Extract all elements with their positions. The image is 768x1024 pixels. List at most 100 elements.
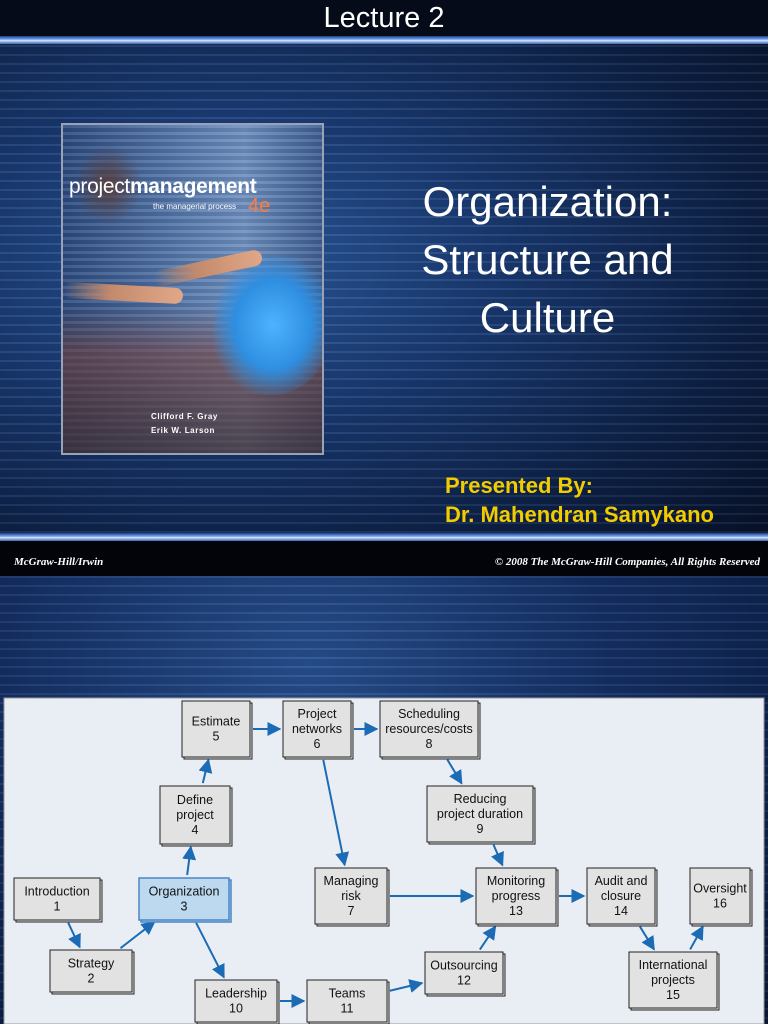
node-label-line: 14 xyxy=(614,904,628,918)
arrow-scheduling-to-reducing xyxy=(446,759,463,785)
arrow-organization-to-define-project xyxy=(182,845,197,876)
book-title: projectmanagement xyxy=(69,175,257,199)
node-box xyxy=(379,700,479,758)
book-authors: Clifford F. Gray Erik W. Larson xyxy=(151,410,218,438)
title-line-3: Culture xyxy=(479,294,616,341)
node-label-line: 9 xyxy=(477,822,484,836)
node-box xyxy=(306,979,388,1023)
title-line-1: Organization: xyxy=(422,178,673,225)
runner-graphic xyxy=(213,255,322,395)
node-label-line: project xyxy=(176,808,214,822)
node-label-line: 4 xyxy=(192,823,199,837)
node-box xyxy=(138,877,230,921)
node-label-line: Estimate xyxy=(192,715,241,729)
node-label-line: Oversight xyxy=(693,882,747,896)
node-box xyxy=(194,979,278,1023)
node-label-line: Strategy xyxy=(68,957,115,971)
node-box xyxy=(282,700,352,758)
node-box xyxy=(13,877,101,921)
node-label-line: projects xyxy=(651,973,695,987)
node-label-line: 7 xyxy=(348,904,355,918)
runner-head-graphic xyxy=(73,145,143,225)
node-label-line: networks xyxy=(292,722,342,736)
node-box xyxy=(689,867,751,925)
diagram-edges xyxy=(67,722,704,1008)
arrow-audit-to-international xyxy=(639,926,655,951)
node-box xyxy=(475,867,557,925)
slide-title: Lecture 2 projectmanagement the manageri… xyxy=(0,0,768,576)
node-label-line: Project xyxy=(298,707,337,721)
node-box xyxy=(159,785,231,845)
title-bar: Lecture 2 xyxy=(0,0,768,36)
arrow-strategy-to-organization xyxy=(119,920,156,949)
presented-by-label: Presented By: xyxy=(445,473,593,498)
node-box xyxy=(586,867,656,925)
node-label-line: Audit and xyxy=(595,874,648,888)
arrow-define-project-to-estimate xyxy=(198,758,213,784)
chapter-flow-diagram: Introduction1Strategy2Organization3Defin… xyxy=(3,697,765,1024)
node-label-line: 10 xyxy=(229,1002,243,1016)
node-label-line: 11 xyxy=(341,1002,354,1016)
diagram-nodes: Introduction1Strategy2Organization3Defin… xyxy=(13,700,753,1024)
node-label-line: progress xyxy=(492,889,541,903)
node-label-line: risk xyxy=(341,889,361,903)
node-label-line: 6 xyxy=(314,737,321,751)
arrow-international-to-oversight xyxy=(689,925,704,950)
node-label-line: Leadership xyxy=(205,987,267,1001)
node-label-line: Teams xyxy=(329,987,366,1001)
node-label-line: Scheduling xyxy=(398,707,460,721)
presenter-name: Dr. Mahendran Samykano xyxy=(445,502,714,527)
book-cover: projectmanagement the managerial process… xyxy=(61,123,324,455)
node-label-line: Outsourcing xyxy=(430,959,497,973)
node-label-line: Introduction xyxy=(24,885,89,899)
copyright-label: © 2008 The McGraw-Hill Companies, All Ri… xyxy=(494,556,760,568)
bottom-rule xyxy=(0,533,768,541)
node-label-line: 15 xyxy=(666,988,680,1002)
node-box xyxy=(424,951,504,995)
publisher-label: McGraw-Hill/Irwin xyxy=(14,556,104,568)
node-label-line: Monitoring xyxy=(487,874,545,888)
lecture-title: Lecture 2 xyxy=(323,2,445,34)
book-author-2: Erik W. Larson xyxy=(151,426,215,435)
node-label-line: 3 xyxy=(181,900,188,914)
node-label-line: International xyxy=(639,958,708,972)
title-line-2: Structure and xyxy=(421,236,674,283)
arrow-organization-to-leadership xyxy=(195,922,225,979)
book-title-part2: management xyxy=(129,175,257,198)
node-label-line: 5 xyxy=(213,730,220,744)
arrow-outsourcing-to-monitoring xyxy=(479,925,497,951)
node-label-line: 8 xyxy=(426,737,433,751)
node-box xyxy=(628,951,718,1009)
node-label-line: 13 xyxy=(509,904,523,918)
arrow-teams-to-outsourcing xyxy=(389,979,424,993)
book-author-1: Clifford F. Gray xyxy=(151,412,218,421)
book-edition: 4e xyxy=(248,195,271,217)
node-box xyxy=(181,700,251,758)
top-rule xyxy=(0,36,768,44)
node-label-line: Managing xyxy=(324,874,379,888)
node-label-line: Define xyxy=(177,793,213,807)
node-label-line: closure xyxy=(601,889,641,903)
node-box xyxy=(426,785,534,843)
node-label-line: project duration xyxy=(437,807,523,821)
presenter-block: Presented By: Dr. Mahendran Samykano xyxy=(445,471,714,529)
footer-bar: McGraw-Hill/Irwin © 2008 The McGraw-Hill… xyxy=(0,541,768,576)
node-label-line: 12 xyxy=(457,974,471,988)
node-label-line: 2 xyxy=(88,972,95,986)
